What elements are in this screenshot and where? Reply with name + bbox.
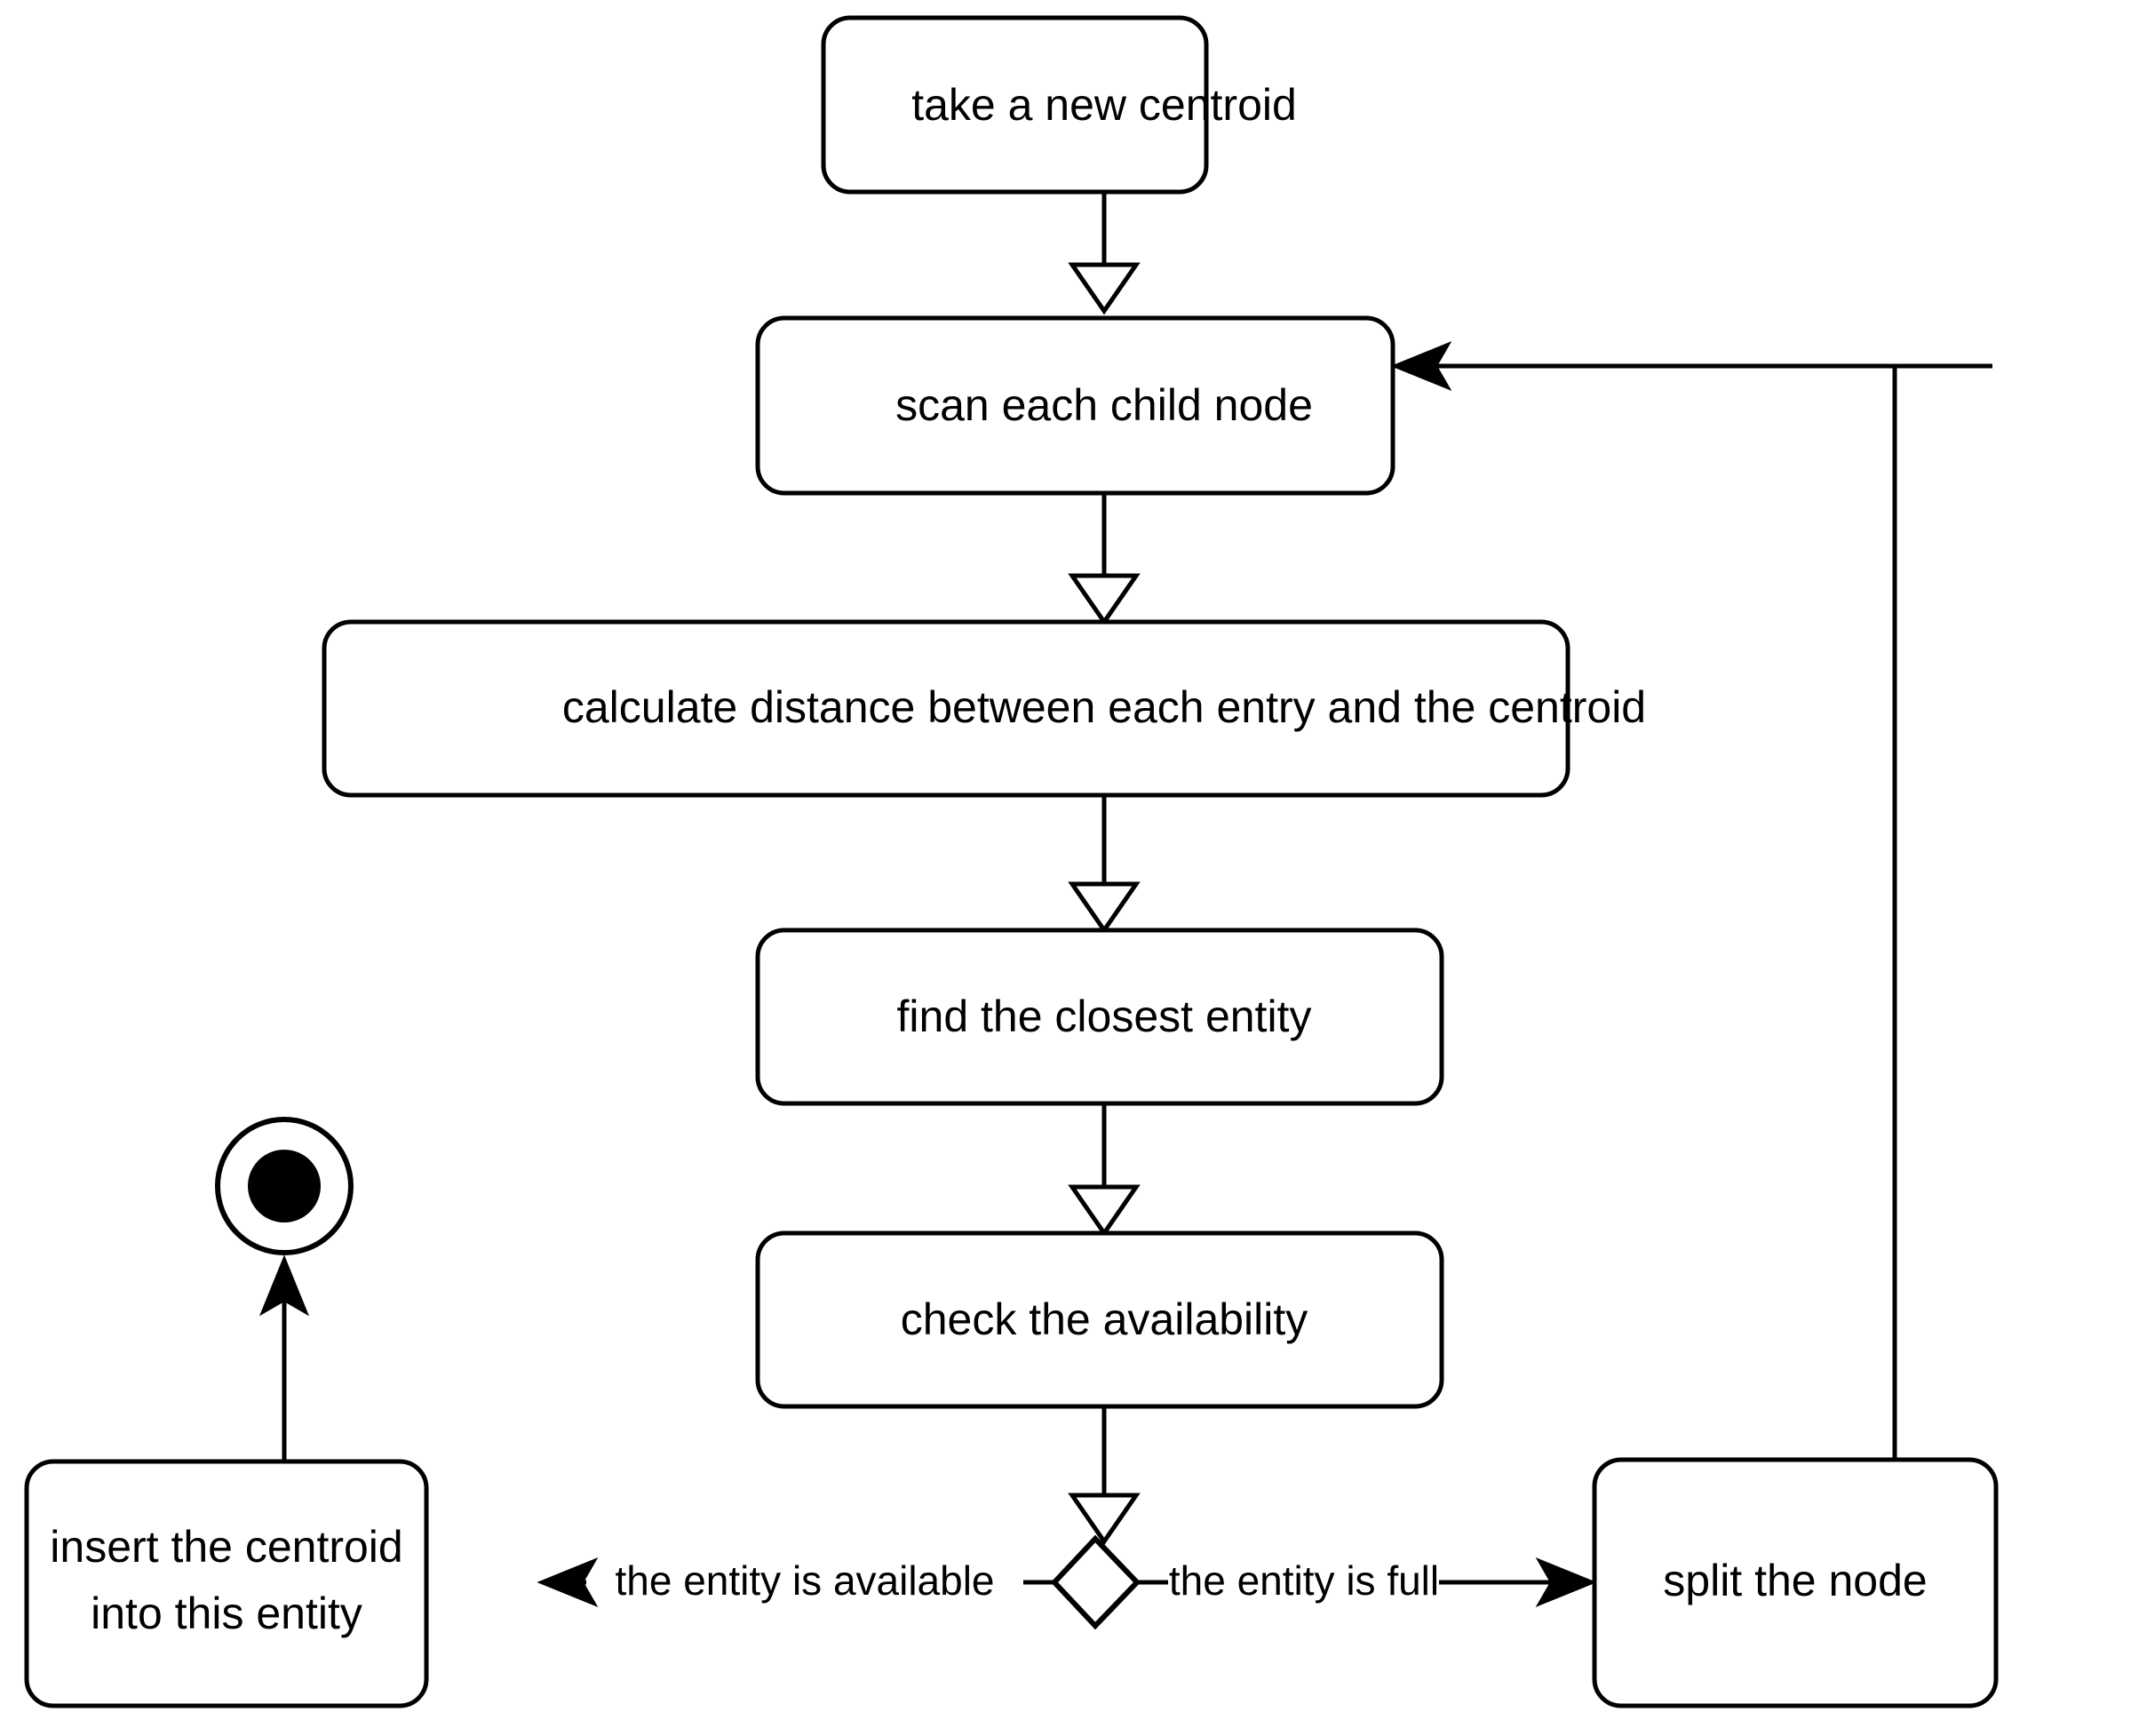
edge-label-entity-available: the entity is available bbox=[615, 1557, 994, 1604]
open-arrowhead-icon bbox=[1068, 262, 1141, 315]
node-final[interactable] bbox=[215, 1117, 354, 1255]
edge-insert-to-final bbox=[258, 1254, 310, 1461]
action-node-box[interactable] bbox=[24, 1459, 429, 1708]
edge-take-centroid-to-scan bbox=[1068, 191, 1141, 315]
edge-calculate-to-find bbox=[1068, 792, 1141, 935]
action-node-box[interactable] bbox=[755, 1230, 1444, 1409]
open-arrowhead-icon bbox=[1068, 1493, 1141, 1546]
filled-arrowhead-icon bbox=[1535, 1557, 1597, 1608]
node-label-line-2: into this entity bbox=[91, 1589, 362, 1638]
open-arrowhead-icon bbox=[1068, 573, 1141, 626]
action-node-box[interactable] bbox=[755, 315, 1396, 496]
open-arrowhead-icon bbox=[1068, 1184, 1141, 1238]
action-node-box[interactable] bbox=[821, 15, 1209, 195]
edge-decision-to-insert: the entity is available bbox=[537, 1557, 1054, 1608]
final-node-inner-circle bbox=[248, 1150, 321, 1222]
node-find-the-closest-entity[interactable]: find the closest entity bbox=[755, 928, 1444, 1106]
edge-line-vertical bbox=[1892, 363, 1992, 1460]
open-arrowhead-icon bbox=[1068, 881, 1141, 935]
filled-arrowhead-icon bbox=[537, 1557, 599, 1608]
node-label-line-1: insert the centroid bbox=[50, 1522, 402, 1572]
node-decision-diamond[interactable] bbox=[1050, 1534, 1141, 1630]
filled-arrowhead-icon bbox=[258, 1254, 310, 1317]
node-calculate-distance[interactable]: calculate distance between each entry an… bbox=[322, 619, 1646, 798]
action-node-box[interactable] bbox=[322, 619, 1570, 798]
node-scan-each-child-node[interactable]: scan each child node bbox=[755, 315, 1396, 496]
node-split-the-node[interactable]: split the node bbox=[1592, 1457, 1999, 1708]
edge-split-to-scan-loop bbox=[1390, 340, 1992, 1460]
node-label: find the closest entity bbox=[897, 991, 1312, 1041]
node-insert-the-centroid[interactable]: insert the centroid into this entity bbox=[24, 1459, 429, 1708]
edge-label-entity-full: the entity is full bbox=[1169, 1557, 1439, 1604]
node-label: take a new centroid bbox=[911, 80, 1297, 130]
action-node-box[interactable] bbox=[755, 928, 1444, 1106]
decision-diamond-shape[interactable] bbox=[1050, 1534, 1141, 1630]
node-label: check the availability bbox=[901, 1294, 1308, 1344]
node-label: calculate distance between each entry an… bbox=[562, 682, 1646, 732]
edge-check-to-decision bbox=[1068, 1406, 1141, 1546]
node-check-the-availability[interactable]: check the availability bbox=[755, 1230, 1444, 1409]
node-take-a-new-centroid[interactable]: take a new centroid bbox=[821, 15, 1297, 195]
node-label: split the node bbox=[1663, 1556, 1927, 1605]
action-node-box[interactable] bbox=[1592, 1457, 1999, 1708]
edge-scan-to-calculate bbox=[1068, 491, 1141, 626]
filled-arrowhead-icon bbox=[1390, 340, 1452, 392]
edge-decision-to-split: the entity is full bbox=[1137, 1557, 1597, 1608]
node-label: scan each child node bbox=[895, 380, 1313, 430]
edge-find-to-check bbox=[1068, 1102, 1141, 1238]
